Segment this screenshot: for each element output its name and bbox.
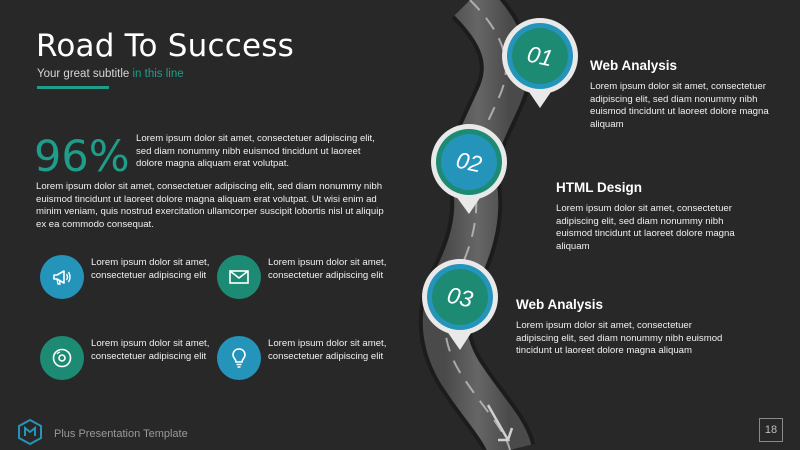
step-title-1: Web Analysis	[590, 58, 678, 73]
page-number: 18	[759, 418, 783, 442]
step-marker-2: 02	[431, 124, 507, 214]
megaphone-icon	[53, 270, 71, 285]
body-paragraph: Lorem ipsum dolor sit amet, consectetuer…	[36, 181, 384, 230]
footer-brand: Plus Presentation Template	[54, 428, 188, 440]
step-number-1: 01	[525, 41, 555, 72]
step-marker-1: 01	[502, 18, 578, 108]
brand-logo-icon	[18, 418, 42, 446]
feature-text: Lorem ipsum dolor sit amet, consectetuer…	[268, 257, 387, 281]
envelope-icon	[229, 270, 249, 284]
feature-icon-circle	[40, 336, 84, 380]
disc-icon	[52, 348, 72, 368]
feature-icon-circle	[40, 255, 84, 299]
step-text-2: Lorem ipsum dolor sit amet, consectetuer…	[556, 203, 735, 252]
stat-description: Lorem ipsum dolor sit amet, consectetuer…	[136, 133, 375, 169]
feature-icon-circle	[217, 255, 261, 299]
step-text-1: Lorem ipsum dolor sit amet, consectetuer…	[590, 81, 769, 130]
step-text-3: Lorem ipsum dolor sit amet, consectetuer…	[516, 320, 723, 356]
feature-text: Lorem ipsum dolor sit amet, consectetuer…	[268, 338, 387, 362]
stat-value: 96%	[34, 132, 130, 182]
subtitle-accent: in this line	[132, 68, 184, 80]
lightbulb-icon	[232, 348, 246, 368]
step-number-3: 03	[445, 282, 476, 313]
subtitle-main: Your great subtitle	[37, 68, 133, 80]
page-title: Road To Success	[36, 28, 294, 64]
step-title-3: Web Analysis	[516, 297, 604, 312]
title-underline	[37, 86, 109, 89]
step-number-2: 02	[454, 147, 485, 178]
subtitle: Your great subtitle in this line	[37, 68, 184, 80]
step-title-2: HTML Design	[556, 180, 643, 195]
feature-text: Lorem ipsum dolor sit amet, consectetuer…	[91, 257, 210, 281]
step-marker-3: 03	[422, 259, 498, 350]
feature-icon-circle	[217, 336, 261, 380]
feature-text: Lorem ipsum dolor sit amet, consectetuer…	[91, 338, 210, 362]
